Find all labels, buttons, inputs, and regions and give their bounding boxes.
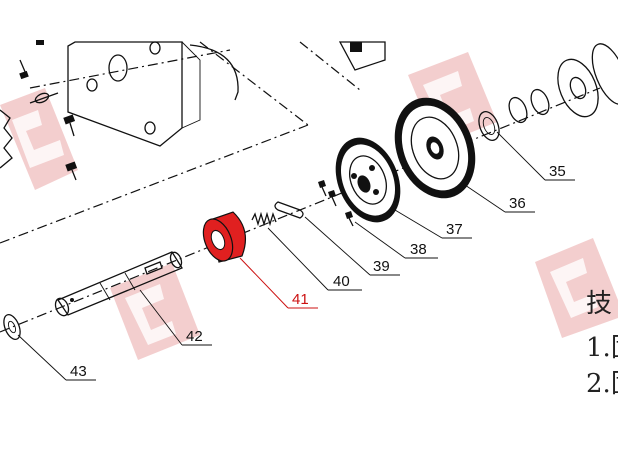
notes-line-2: 2.固 <box>586 369 618 399</box>
callout-40: 40 <box>333 273 350 290</box>
part-40-spring <box>251 211 277 227</box>
callout-41: 41 <box>292 291 309 308</box>
part-36-large-gear <box>394 97 476 199</box>
callout-42: 42 <box>186 328 203 345</box>
part-42-shaft <box>54 251 183 317</box>
motor-housing <box>67 41 239 147</box>
watermark-logo-right <box>535 238 618 338</box>
leader-lines <box>17 131 575 381</box>
boundary-lines <box>0 41 361 244</box>
callout-36: 36 <box>509 195 526 212</box>
notes-line-1: 1.固 <box>586 333 618 363</box>
part-39-key <box>274 201 304 219</box>
screw-set-upper-left <box>19 40 78 181</box>
partial-gear-left <box>0 109 13 169</box>
callout-38: 38 <box>410 241 427 258</box>
part-38-screws <box>318 180 354 227</box>
notes-heading: 技 <box>586 289 612 319</box>
part-37-ratchet-gear <box>335 137 401 223</box>
watermark-logo-middle <box>110 263 200 360</box>
watermark-logo-left <box>0 88 78 190</box>
callout-35: 35 <box>549 163 566 180</box>
part-43-washer <box>3 314 21 340</box>
part-41-sleeve-highlighted <box>202 211 247 263</box>
washer-stack-top-right <box>508 43 618 124</box>
callout-43: 43 <box>70 363 87 380</box>
callout-39: 39 <box>373 258 390 275</box>
callout-37: 37 <box>446 221 463 238</box>
upper-bracket <box>338 41 386 71</box>
part-35-washer <box>478 111 500 141</box>
